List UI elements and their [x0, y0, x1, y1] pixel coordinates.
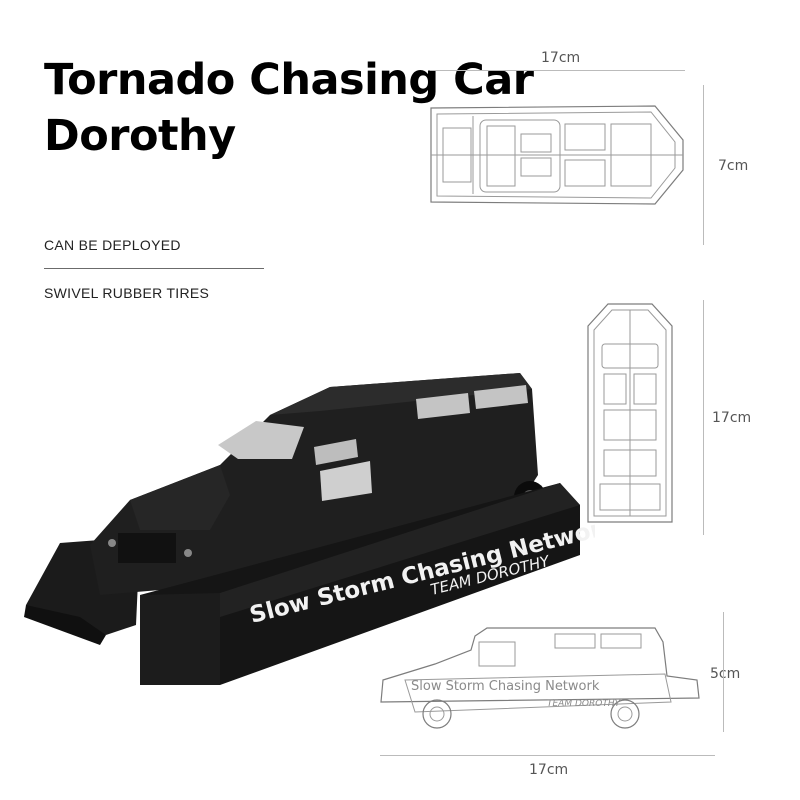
dimension-top-height: 7cm — [718, 158, 749, 174]
feature-divider — [44, 268, 264, 269]
car-top-view-drawing — [425, 100, 690, 210]
dimension-line-plan-height — [703, 300, 704, 535]
dimension-line-top-width — [430, 70, 685, 71]
feature-rubber-tires: SWIVEL RUBBER TIRES — [44, 285, 210, 301]
dimension-plan-height: 17cm — [712, 410, 752, 426]
dimension-line-top-height — [703, 85, 704, 245]
car-plan-view-drawing — [580, 300, 680, 530]
dimension-side-height: 5cm — [710, 666, 741, 682]
dimension-line-side-width — [380, 755, 715, 756]
dimension-line-side-height — [723, 612, 724, 732]
side-view-decal-sub: TEAM DOROTHY — [547, 699, 622, 709]
product-title-line-2: Dorothy — [44, 111, 236, 161]
armored-car-model-photo: Slow Storm Chasing Network TEAM DOROTHY — [20, 355, 595, 695]
product-title-line-1: Tornado Chasing Car — [44, 55, 534, 105]
car-side-view-drawing: Slow Storm Chasing Network TEAM DOROTHY — [375, 620, 705, 735]
dimension-side-width: 17cm — [529, 762, 569, 778]
side-view-decal-main: Slow Storm Chasing Network — [411, 679, 600, 694]
feature-deployable: CAN BE DEPLOYED — [44, 237, 181, 253]
dimension-top-width: 17cm — [541, 50, 581, 66]
product-title: Tornado Chasing Car Dorothy — [44, 52, 534, 164]
